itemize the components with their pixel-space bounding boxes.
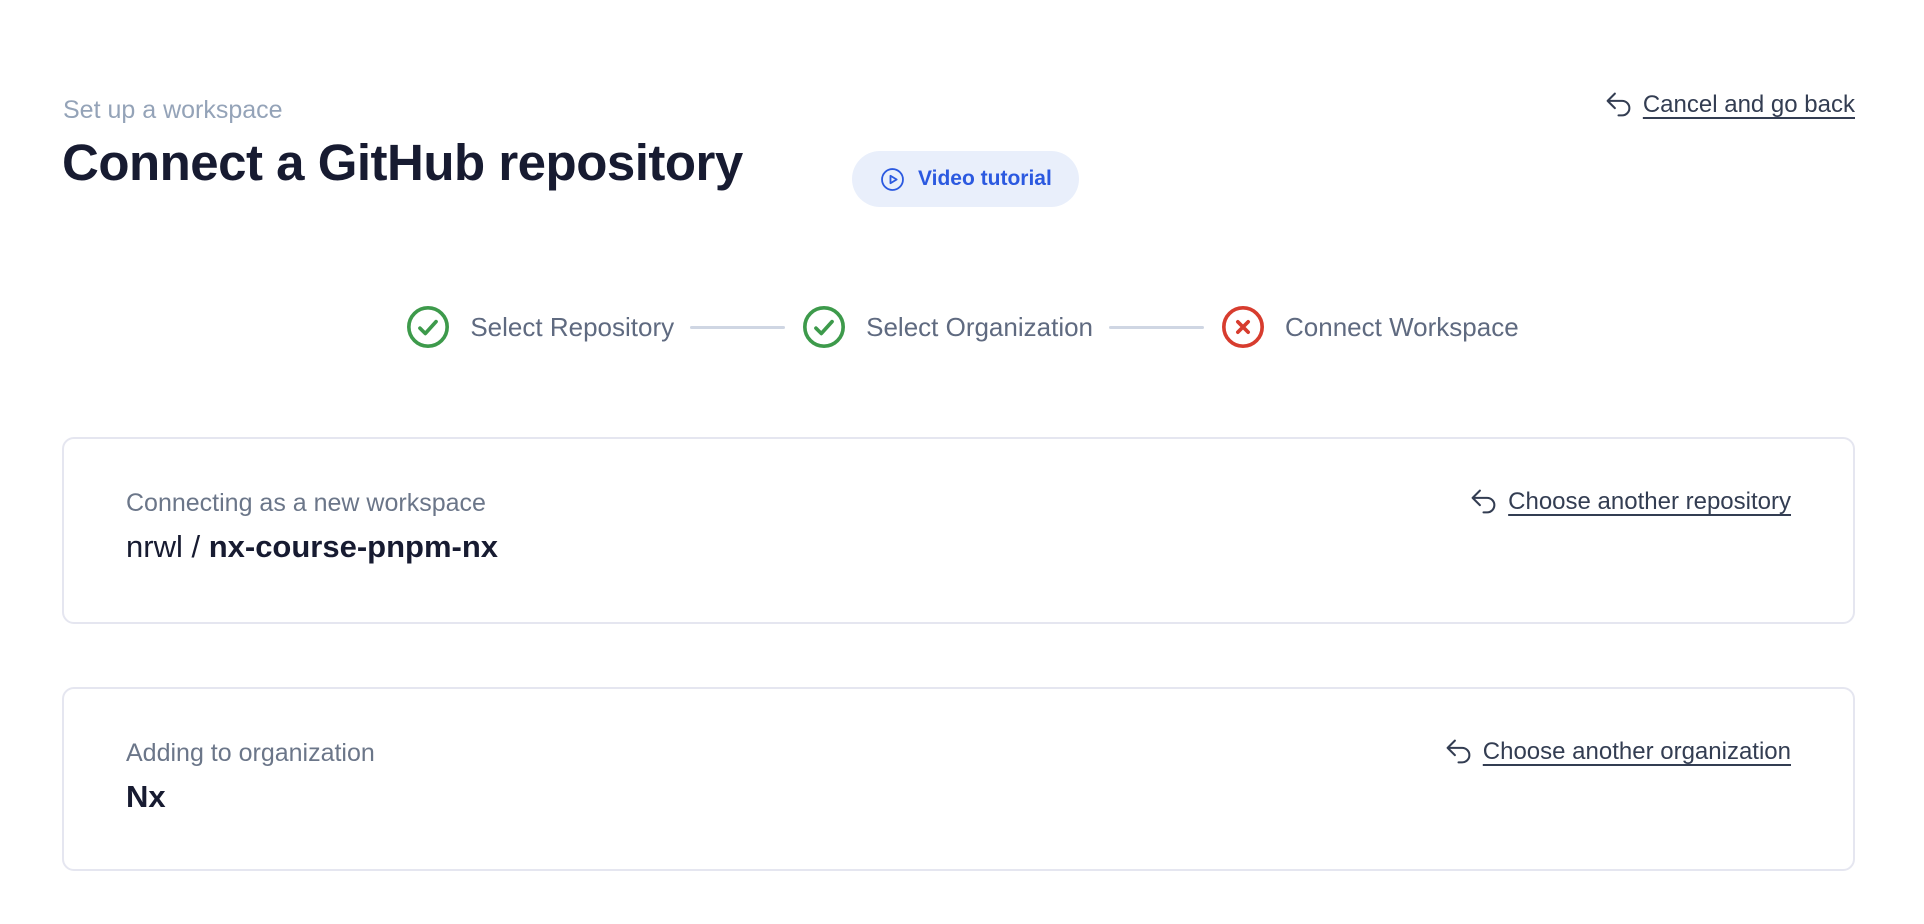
workspace-card-label: Connecting as a new workspace [126,489,486,517]
step-select-organization: Select Organization [801,304,1093,350]
play-circle-icon [881,167,904,191]
step-select-repository: Select Repository [405,304,674,350]
choose-another-repository-link[interactable]: Choose another repository [1469,487,1791,516]
cancel-and-go-back-link[interactable]: Cancel and go back [1604,90,1855,119]
organization-name: Nx [126,779,166,814]
repository-name: nx-course-pnpm-nx [208,529,499,564]
step-connect-workspace: Connect Workspace [1220,304,1519,350]
selected-repository-value: nrwl / nx-course-pnpm-nx [126,529,498,565]
choose-another-organization-label: Choose another organization [1482,737,1791,765]
selected-organization-value: Nx [126,779,166,815]
step-connector [690,325,786,329]
step-label: Select Repository [470,311,675,342]
check-circle-icon [407,306,450,348]
video-tutorial-button[interactable]: Video tutorial [852,151,1079,207]
video-tutorial-label: Video tutorial [918,167,1052,190]
workspace-card: Connecting as a new workspace nrwl / nx-… [62,437,1855,624]
cancel-and-go-back-label: Cancel and go back [1642,90,1855,118]
undo-arrow-icon [1606,92,1631,117]
setup-stepper: Select Repository Select Organization Co… [0,304,1924,350]
check-circle-icon [803,306,846,348]
undo-arrow-icon [1471,489,1496,514]
step-label: Connect Workspace [1285,311,1519,342]
choose-another-repository-label: Choose another repository [1508,487,1791,515]
eyebrow-label: Set up a workspace [63,96,283,124]
page-title: Connect a GitHub repository [62,134,743,191]
step-connector [1109,325,1205,329]
undo-arrow-icon [1446,739,1471,764]
step-label: Select Organization [866,311,1094,342]
choose-another-organization-link[interactable]: Choose another organization [1444,737,1791,766]
organization-card: Adding to organization Nx Choose another… [62,687,1855,871]
repository-owner: nrwl / [126,529,209,564]
x-circle-icon [1222,306,1265,348]
organization-card-label: Adding to organization [126,739,375,767]
